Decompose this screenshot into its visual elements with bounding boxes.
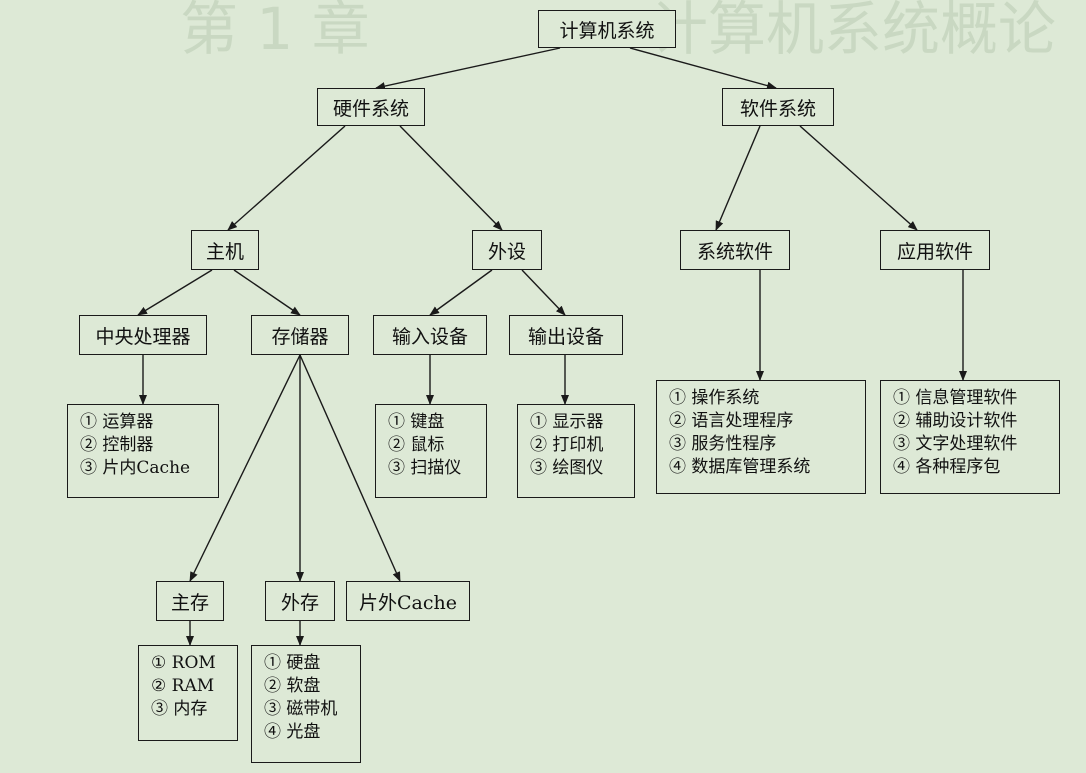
list-item: ① 键盘 (388, 412, 445, 432)
list-item: ① 信息管理软件 (893, 388, 1018, 408)
list-application-software: ① 信息管理软件 ② 辅助设计软件 ③ 文字处理软件 ④ 各种程序包 (880, 380, 1060, 494)
list-system-software: ① 操作系统 ② 语言处理程序 ③ 服务性程序 ④ 数据库管理系统 (656, 380, 866, 494)
node-off-chip-cache: 片外Cache (346, 581, 470, 621)
edge-host-cpu (137, 269, 213, 316)
list-main-memory: ① ROM ② RAM ③ 内存 (138, 645, 238, 741)
edge-root-hardware (375, 47, 561, 90)
list-item: ① 硬盘 (264, 653, 321, 673)
list-item: ③ 内存 (151, 699, 208, 719)
list-item: ③ 服务性程序 (669, 434, 777, 454)
list-external-memory: ① 硬盘 ② 软盘 ③ 磁带机 ④ 光盘 (251, 645, 361, 763)
edge-peripheral-output (521, 269, 566, 316)
list-item: ③ 片内Cache (80, 458, 191, 478)
node-application-software: 应用软件 (880, 230, 990, 270)
edge-root-software (629, 47, 777, 90)
list-item: ① ROM (151, 653, 216, 673)
list-item: ③ 扫描仪 (388, 458, 462, 478)
node-memory: 存储器 (251, 315, 349, 355)
node-output-devices: 输出设备 (509, 315, 623, 355)
list-input-devices: ① 键盘 ② 鼠标 ③ 扫描仪 (375, 404, 487, 498)
list-item: ① 显示器 (530, 412, 604, 432)
list-item: ① 操作系统 (669, 388, 760, 408)
node-input-devices: 输入设备 (373, 315, 487, 355)
list-item: ④ 数据库管理系统 (669, 457, 811, 477)
node-main-memory: 主存 (156, 581, 224, 621)
edge-memory-main (189, 354, 301, 582)
list-item: ② RAM (151, 676, 215, 696)
list-item: ② 控制器 (80, 435, 154, 455)
node-software-system: 软件系统 (722, 88, 834, 126)
list-output-devices: ① 显示器 ② 打印机 ③ 绘图仪 (517, 404, 635, 498)
list-item: ④ 光盘 (264, 722, 321, 742)
list-item: ③ 文字处理软件 (893, 434, 1018, 454)
edge-hardware-host (227, 125, 346, 231)
node-host: 主机 (191, 230, 259, 270)
node-system-software: 系统软件 (680, 230, 790, 270)
list-item: ② 打印机 (530, 435, 604, 455)
edge-peripheral-input (429, 269, 493, 316)
list-item: ② 软盘 (264, 676, 321, 696)
background-heading-right: 计算机系统概论 (650, 0, 1057, 63)
node-computer-system: 计算机系统 (538, 10, 676, 48)
node-hardware-system: 硬件系统 (317, 88, 425, 126)
list-item: ② 辅助设计软件 (893, 411, 1018, 431)
edge-hardware-peripheral (399, 125, 503, 231)
edge-memory-cache (299, 354, 401, 582)
list-item: ① 运算器 (80, 412, 154, 432)
node-external-memory: 外存 (265, 581, 335, 621)
node-cpu: 中央处理器 (79, 315, 207, 355)
list-item: ④ 各种程序包 (893, 457, 1001, 477)
edge-software-system (715, 125, 761, 231)
list-cpu-components: ① 运算器 ② 控制器 ③ 片内Cache (67, 404, 219, 498)
list-item: ② 语言处理程序 (669, 411, 794, 431)
list-item: ② 鼠标 (388, 435, 445, 455)
list-item: ③ 磁带机 (264, 699, 338, 719)
edge-software-application (799, 125, 918, 231)
background-heading-left: 第 1 章 (180, 0, 370, 63)
edge-host-memory (233, 269, 301, 316)
node-peripheral: 外设 (472, 230, 542, 270)
list-item: ③ 绘图仪 (530, 458, 604, 478)
